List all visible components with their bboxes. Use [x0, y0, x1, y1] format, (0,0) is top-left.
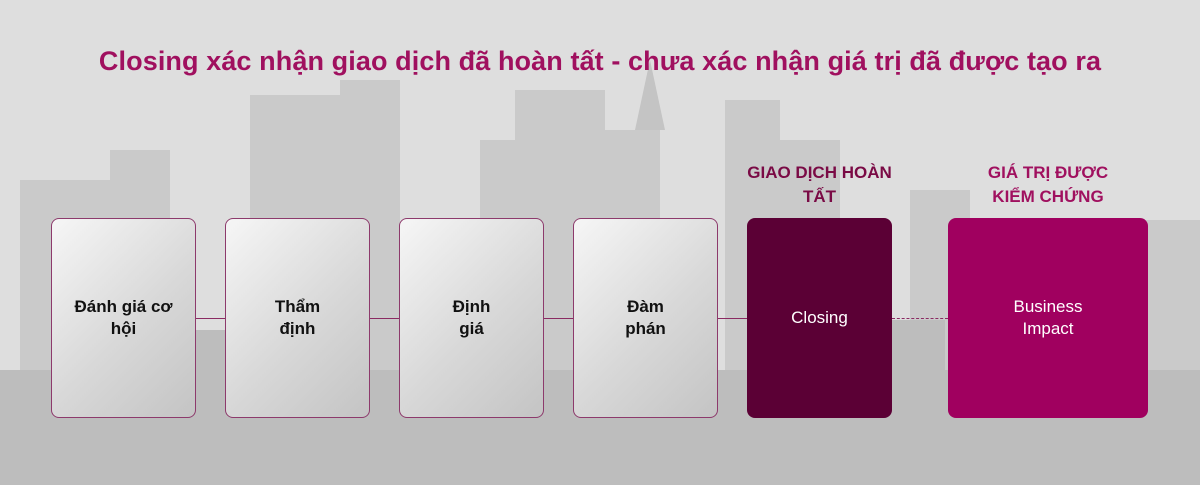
page-title: Closing xác nhận giao dịch đã hoàn tất -… [98, 46, 1102, 76]
step-label: Thẩm định [274, 297, 321, 338]
step-label: Closing [791, 308, 848, 327]
step-box-tham-dinh: Thẩm định [225, 218, 370, 418]
connector-line [196, 318, 225, 319]
step-label: Đánh giá cơ hội [74, 297, 173, 338]
closing-header-text: GIAO DỊCH HOÀN TẤT [747, 163, 892, 206]
closing-stage-header: GIAO DỊCH HOÀN TẤT [747, 161, 892, 209]
step-box-dinh-gia: Định giá [399, 218, 544, 418]
step-label: Business Impact [1013, 297, 1083, 338]
step-box-business-impact: Business Impact [948, 218, 1148, 418]
step-label: Đàm phán [625, 297, 666, 338]
connector-line [370, 318, 399, 319]
step-box-danh-gia-co-hoi: Đánh giá cơ hội [51, 218, 196, 418]
connector-line [718, 318, 747, 319]
dashed-connector-line [892, 318, 948, 319]
impact-header-text: GIÁ TRỊ ĐƯỢC KIỂM CHỨNG [987, 163, 1109, 206]
step-box-dam-phan: Đàm phán [573, 218, 718, 418]
impact-stage-header: GIÁ TRỊ ĐƯỢC KIỂM CHỨNG [970, 161, 1126, 209]
step-label: Định giá [452, 297, 491, 338]
connector-line [544, 318, 573, 319]
step-box-closing: Closing [747, 218, 892, 418]
